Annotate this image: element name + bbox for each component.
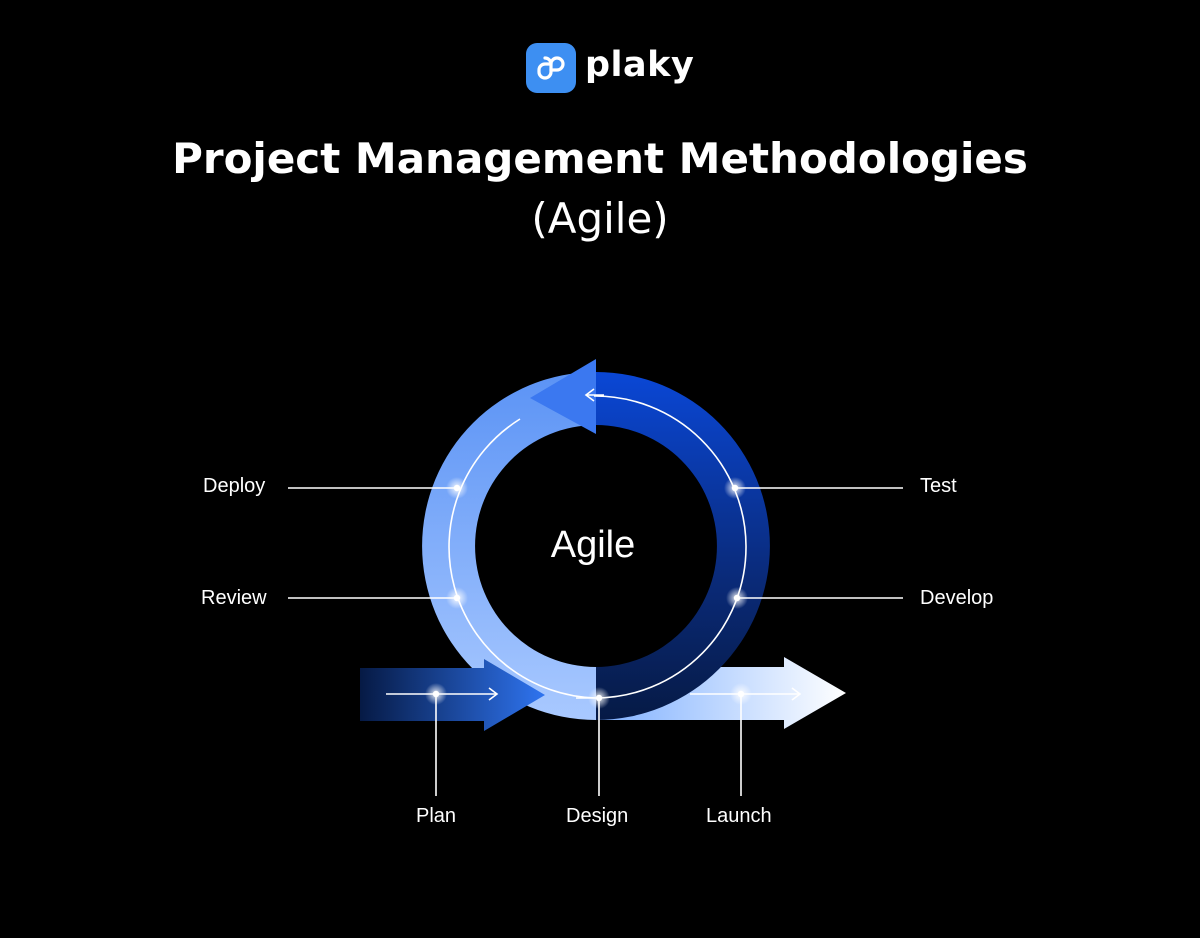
page-subtitle: (Agile) <box>531 194 669 243</box>
page-title: Project Management Methodologies <box>172 134 1028 183</box>
plan-arrow <box>360 659 545 731</box>
stage-label-deploy: Deploy <box>203 475 266 497</box>
stage-label-test: Test <box>920 475 957 497</box>
stage-label-design: Design <box>566 805 629 827</box>
stage-label-launch: Launch <box>706 805 772 827</box>
stage-label-review: Review <box>201 587 267 609</box>
agile-center-label: Agile <box>550 524 636 566</box>
cycle-inner-path <box>448 395 747 699</box>
brand-logo: plaky <box>526 43 694 93</box>
develop-node <box>726 587 748 609</box>
plan-node <box>425 683 447 705</box>
plan-inner-arrow-icon <box>488 687 499 701</box>
deploy-node <box>446 477 468 499</box>
brand-name: plaky <box>585 44 695 85</box>
plaky-logo-icon <box>526 43 576 93</box>
cycle-ring-right <box>596 372 770 720</box>
cycle-arrowhead <box>530 359 596 434</box>
launch-inner-arrow-icon <box>791 687 802 701</box>
design-node <box>588 687 610 709</box>
review-node <box>446 587 468 609</box>
launch-node <box>730 683 752 705</box>
stage-label-develop: Develop <box>920 587 994 609</box>
test-node <box>724 477 746 499</box>
stage-label-plan: Plan <box>416 805 457 827</box>
cycle-ring-left <box>422 372 596 720</box>
